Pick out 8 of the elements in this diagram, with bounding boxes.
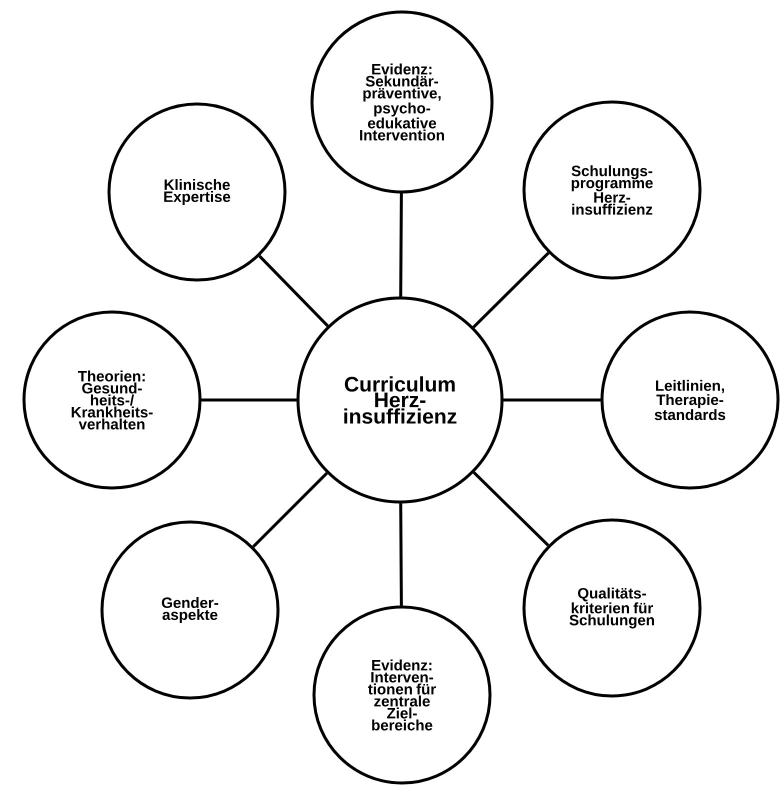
connector-line — [202, 398, 296, 402]
connector-line — [504, 398, 600, 402]
connector-line — [258, 255, 329, 327]
connector-line — [399, 193, 403, 297]
connector-line — [472, 252, 550, 328]
connector-line — [252, 472, 328, 548]
connector-line — [399, 503, 403, 606]
connector-line — [472, 471, 550, 546]
